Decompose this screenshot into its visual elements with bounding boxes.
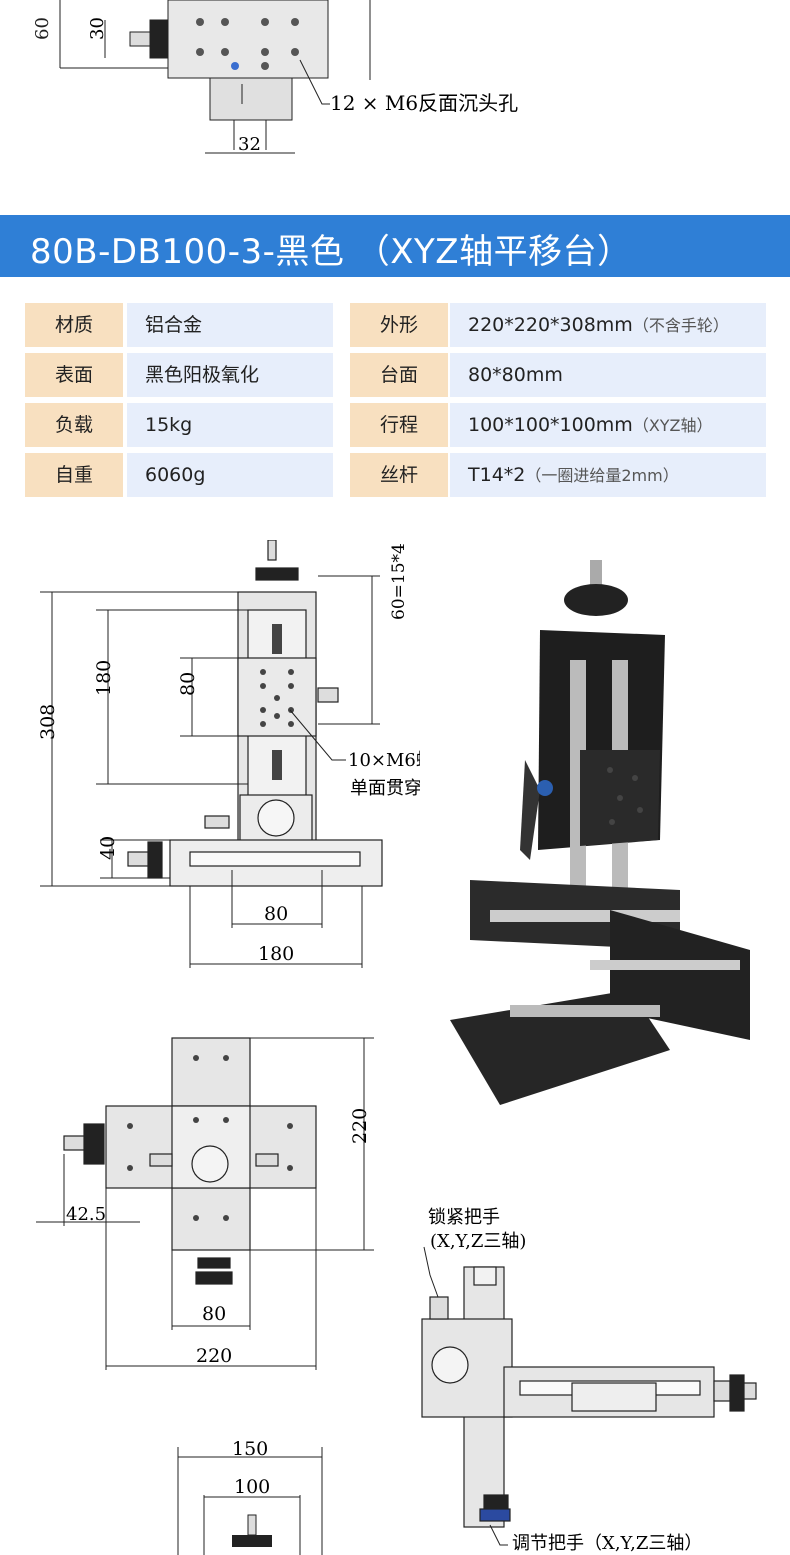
spec-label-load: 负载 <box>25 403 123 447</box>
spec-label-material: 材质 <box>25 303 123 347</box>
spec-value-weight: 6060g <box>127 453 333 497</box>
spec-value-travel: 100*100*100mm（XYZ轴） <box>450 403 766 447</box>
spec-value-surface: 黑色阳极氧化 <box>127 353 333 397</box>
side-view-drawing: 锁紧把手 (X,Y,Z三轴) 调节把手（X,Y,Z三轴） <box>421 1207 757 1554</box>
spec-size-text: 220*220*308mm <box>468 314 633 336</box>
spec-label-travel: 行程 <box>350 403 448 447</box>
hole-note-2: 单面贯穿 <box>350 778 420 799</box>
top-dim-60: 60 <box>32 17 53 40</box>
dim-180-vertical: 180 <box>93 660 115 696</box>
bottom-dim-100: 100 <box>234 1476 270 1498</box>
product-photo <box>450 560 750 1105</box>
spec-label-table: 台面 <box>350 353 448 397</box>
dim-40: 40 <box>97 836 119 860</box>
bottom-dim-150: 150 <box>232 1438 268 1460</box>
dim-308: 308 <box>37 704 59 740</box>
dim-180-horizontal: 180 <box>258 943 294 965</box>
title-banner: 80B-DB100-3-黑色 （XYZ轴平移台） <box>0 215 790 277</box>
dim-60-15-4: 60=15*4 <box>389 543 409 620</box>
spec-travel-note: （XYZ轴） <box>632 416 713 435</box>
spec-screw-note: （一圈进给量2mm） <box>525 466 679 485</box>
spec-screw-text: T14*2 <box>468 464 526 486</box>
bottom-drawing: 150 100 <box>177 1438 323 1555</box>
spec-size-note: （不含手轮） <box>632 316 729 335</box>
spec-value-size: 220*220*308mm（不含手轮） <box>450 303 766 347</box>
top-dim-30: 30 <box>87 17 108 40</box>
adjust-handle-label: 调节把手（X,Y,Z三轴） <box>512 1533 702 1554</box>
spec-travel-text: 100*100*100mm <box>468 414 633 436</box>
plan-dim-80: 80 <box>202 1303 226 1325</box>
front-view-drawing: 308 180 80 60=15*4 40 80 180 10×M6螺纹孔 单面… <box>37 540 420 968</box>
lock-handle-label: 锁紧把手 <box>428 1207 500 1228</box>
plan-view-drawing: 220 42.5 80 220 <box>36 1037 374 1370</box>
plan-dim-220-horizontal: 220 <box>196 1345 232 1367</box>
top-dim-32: 32 <box>238 134 261 155</box>
plan-dim-220-vertical: 220 <box>349 1108 371 1144</box>
dim-80-vertical: 80 <box>177 672 199 696</box>
hole-note-1: 10×M6螺纹孔 <box>348 750 420 771</box>
spec-value-load: 15kg <box>127 403 333 447</box>
plan-dim-42-5: 42.5 <box>66 1204 106 1225</box>
dim-80-horizontal: 80 <box>264 903 288 925</box>
spec-label-weight: 自重 <box>25 453 123 497</box>
top-drawing: 60 30 32 12 × M6反面沉头孔 <box>32 0 518 155</box>
spec-value-screw: T14*2（一圈进给量2mm） <box>450 453 766 497</box>
spec-label-surface: 表面 <box>25 353 123 397</box>
spec-table: 材质 铝合金 外形 220*220*308mm（不含手轮） 表面 黑色阳极氧化 … <box>0 303 790 503</box>
spec-label-screw: 丝杆 <box>350 453 448 497</box>
spec-value-material: 铝合金 <box>127 303 333 347</box>
lock-handle-axes: (X,Y,Z三轴) <box>430 1231 526 1252</box>
spec-value-table: 80*80mm <box>450 353 766 397</box>
banner-title: 80B-DB100-3-黑色 （XYZ轴平移台） <box>30 232 632 272</box>
top-hole-note: 12 × M6反面沉头孔 <box>330 91 518 115</box>
spec-label-size: 外形 <box>350 303 448 347</box>
